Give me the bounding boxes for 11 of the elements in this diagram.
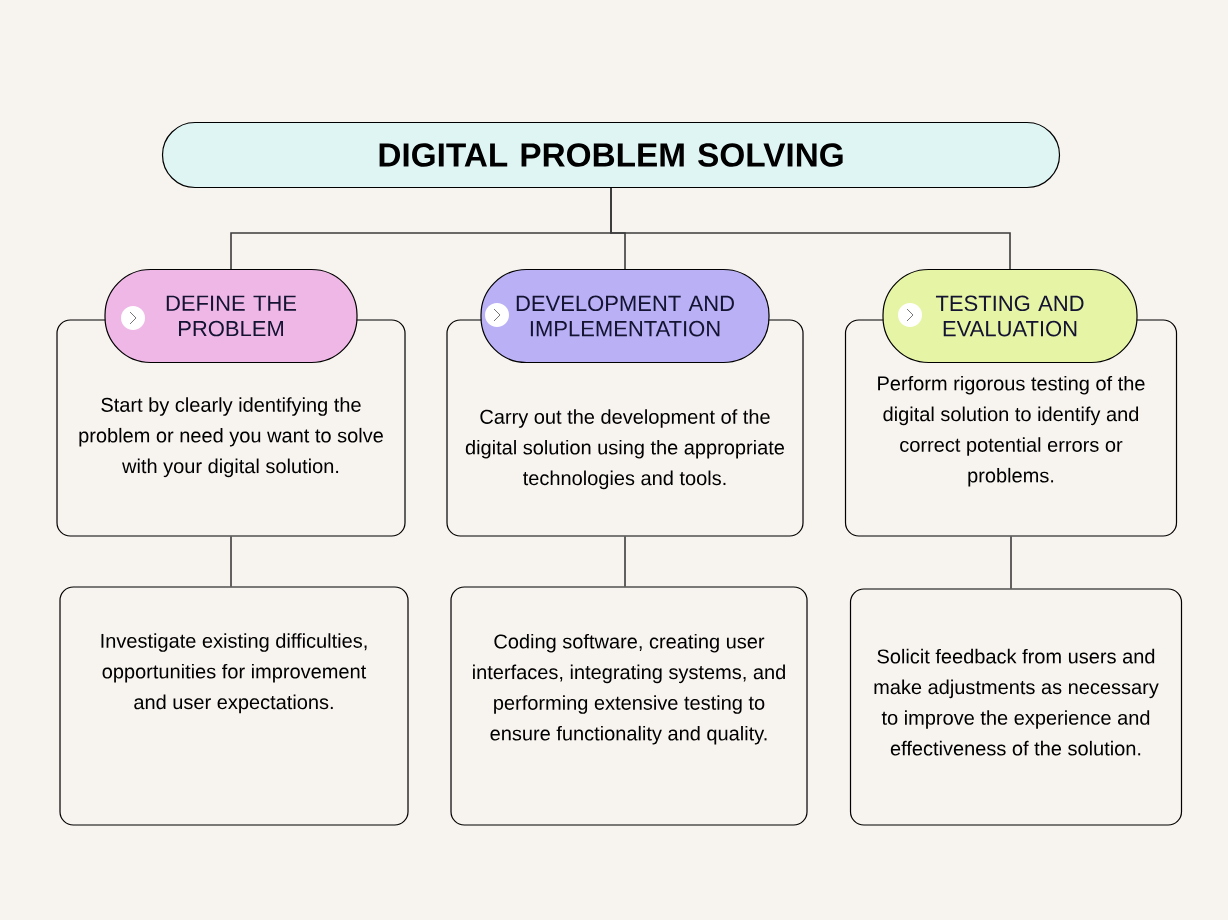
text-card: Investigate existing difficulties, opportunities for improvement and user expectations. — [59, 586, 409, 826]
heading-pill: DEFINE THE PROBLEM — [104, 268, 358, 364]
connector-line — [624, 535, 626, 588]
heading-pill: TESTING AND EVALUATION — [882, 268, 1138, 364]
title-pill: DIGITAL PROBLEM SOLVING — [161, 121, 1061, 189]
connector-line — [610, 187, 1011, 270]
connector-line — [230, 535, 232, 588]
connector-line — [1010, 535, 1012, 590]
text-card: Solicit feedback from users and make adjustments as necessary to improve the experience and effectiveness of the solution. — [849, 588, 1183, 826]
text-card: Coding software, creating user interfaces, integrating systems, and performing extensive testing to ensure functionality and quality. — [450, 586, 808, 826]
heading-pill: DEVELOPMENT AND IMPLEMENTATION — [480, 268, 770, 364]
